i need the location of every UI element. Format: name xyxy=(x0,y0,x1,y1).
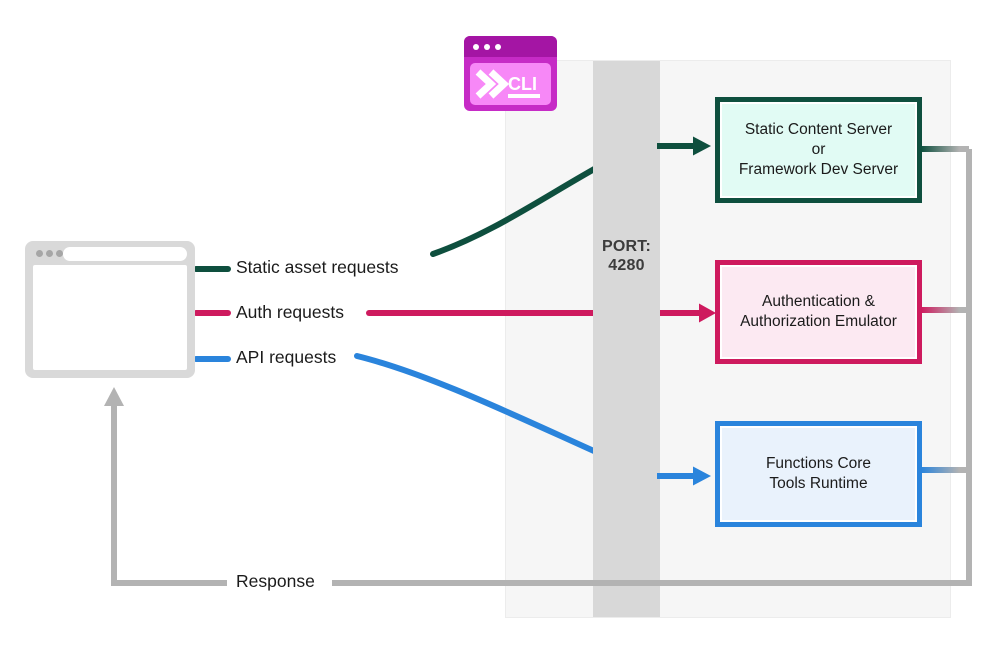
auth-emulator-box: Authentication & Authorization Emulator xyxy=(715,260,922,364)
response-line-right xyxy=(332,149,972,586)
browser-dot-icon xyxy=(46,250,53,257)
static-arrow-head xyxy=(693,136,711,156)
functions-core-tools-label: Functions Core Tools Runtime xyxy=(765,454,872,492)
port-label: PORT: 4280 xyxy=(602,238,651,275)
functions-core-tools-box: Functions Core Tools Runtime xyxy=(715,421,922,527)
browser-address-bar xyxy=(63,247,187,261)
api-arrow-head xyxy=(693,466,711,486)
cli-screen: CLI xyxy=(470,63,551,105)
static-content-server-box: Static Content Server or Framework Dev S… xyxy=(715,97,922,203)
cli-window-icon: CLI xyxy=(464,36,557,111)
browser-dot-icon xyxy=(36,250,43,257)
auth-arrow-head xyxy=(699,303,716,323)
response-line-left xyxy=(111,404,227,586)
browser-window-icon xyxy=(25,241,195,378)
cli-dot-icon xyxy=(495,44,501,50)
static-request-curve xyxy=(430,160,608,257)
svg-text:CLI: CLI xyxy=(508,74,537,94)
api-requests-label: API requests xyxy=(236,347,337,368)
cli-dot-icon xyxy=(473,44,479,50)
cli-dot-icon xyxy=(484,44,490,50)
api-request-curve xyxy=(354,353,608,459)
static-asset-requests-label: Static asset requests xyxy=(236,257,399,278)
response-label: Response xyxy=(236,571,315,592)
port-bar xyxy=(593,61,660,617)
terminal-chevrons-icon: CLI xyxy=(475,69,540,99)
response-arrow-head xyxy=(104,387,124,406)
auth-emulator-label: Authentication & Authorization Emulator xyxy=(740,292,897,330)
static-content-server-label: Static Content Server or Framework Dev S… xyxy=(738,120,899,179)
browser-dot-icon xyxy=(56,250,63,257)
auth-requests-label: Auth requests xyxy=(236,302,344,323)
browser-viewport xyxy=(33,265,187,370)
cli-titlebar xyxy=(464,36,557,57)
